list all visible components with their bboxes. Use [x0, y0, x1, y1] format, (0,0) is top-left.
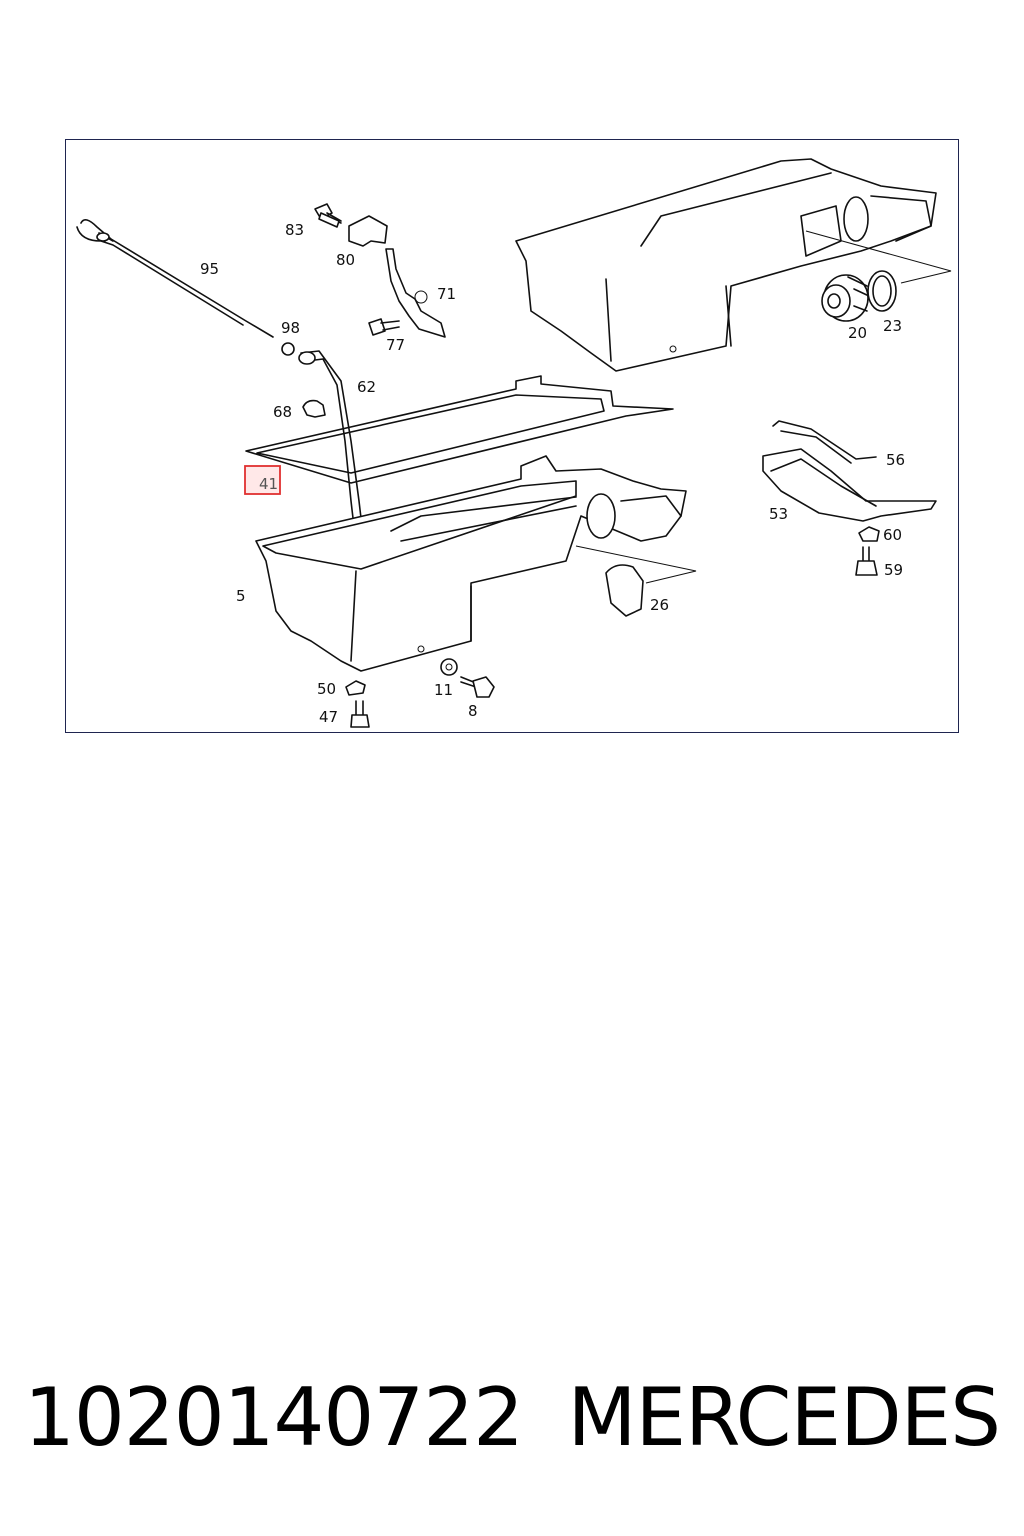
callout-5[interactable]: 5	[236, 587, 246, 605]
dipstick-guide-tube-62	[300, 350, 367, 562]
clamp-60	[858, 526, 880, 542]
callout-41[interactable]: 41	[259, 475, 278, 493]
oil-pan-exploded-diagram: 95 83 80 71 77 98 62 68 41 5 50 47 11 8 …	[76, 158, 952, 728]
callout-20[interactable]: 20	[848, 324, 867, 342]
callout-59[interactable]: 59	[884, 561, 903, 579]
bolt-83	[314, 203, 342, 228]
callout-56[interactable]: 56	[886, 451, 905, 469]
callout-62[interactable]: 62	[357, 378, 376, 396]
bolt-59	[855, 546, 878, 576]
rod-56	[772, 420, 877, 464]
leader-upper-pan	[805, 230, 952, 284]
dipstick-95	[76, 219, 274, 338]
callout-47[interactable]: 47	[319, 708, 338, 726]
clamp-80	[348, 215, 388, 247]
part-footer: 1020140722 MERCEDES	[0, 1370, 1024, 1470]
callout-11[interactable]: 11	[434, 681, 453, 699]
bolt-8	[460, 676, 495, 698]
callout-80[interactable]: 80	[336, 251, 355, 269]
highlight-box-41	[244, 465, 281, 495]
oil-pan-gasket-41	[245, 375, 674, 484]
parts-diagram-frame: 95 83 80 71 77 98 62 68 41 5 50 47 11 8 …	[65, 139, 959, 733]
bolt-47	[350, 700, 370, 728]
callout-71[interactable]: 71	[437, 285, 456, 303]
leader-lower-pan	[575, 545, 697, 584]
baffle-53	[762, 448, 937, 522]
cover-26	[605, 564, 644, 617]
callout-77[interactable]: 77	[386, 336, 405, 354]
part-number: 1020140722	[24, 1371, 524, 1464]
bracket-71	[385, 248, 446, 338]
seal-ring-23	[867, 270, 897, 312]
brand-name: MERCEDES	[567, 1371, 1001, 1464]
lower-oil-pan-5	[255, 455, 687, 672]
callout-50[interactable]: 50	[317, 680, 336, 698]
washer-11	[440, 658, 458, 676]
callout-23[interactable]: 23	[883, 317, 902, 335]
callout-53[interactable]: 53	[769, 505, 788, 523]
bolt-77	[368, 318, 400, 336]
o-ring-98	[281, 342, 295, 356]
callout-98[interactable]: 98	[281, 319, 300, 337]
callout-95[interactable]: 95	[200, 260, 219, 278]
callout-60[interactable]: 60	[883, 526, 902, 544]
drain-plug-20	[821, 274, 870, 322]
clip-68	[302, 399, 326, 418]
callout-8[interactable]: 8	[468, 702, 478, 720]
callout-26[interactable]: 26	[650, 596, 669, 614]
clamp-50	[345, 680, 366, 696]
callout-83[interactable]: 83	[285, 221, 304, 239]
upper-oil-pan	[515, 158, 937, 372]
callout-68[interactable]: 68	[273, 403, 292, 421]
